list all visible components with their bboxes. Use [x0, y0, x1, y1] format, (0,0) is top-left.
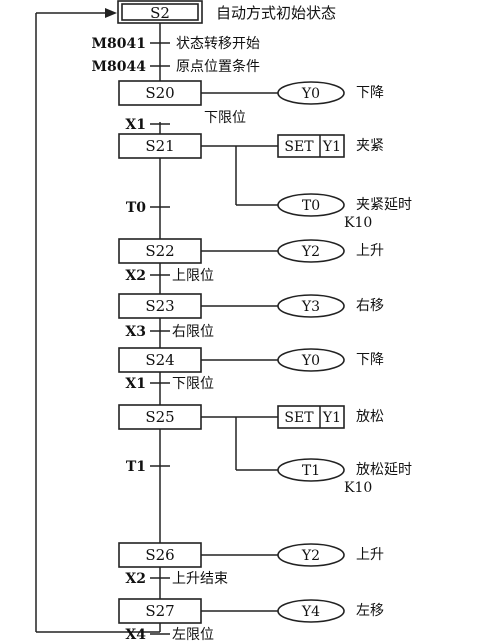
transition: T0: [126, 200, 146, 216]
transition-label: 状态转移开始: [176, 36, 260, 52]
step-id: S20: [145, 84, 174, 102]
set-output: Y1: [322, 139, 341, 155]
step-id: S21: [145, 137, 174, 155]
wiring: [35, 8, 278, 635]
step-s27: S27 Y4 左移: [118, 598, 384, 624]
coil-symbol: [277, 294, 345, 318]
action-label: 下降: [356, 352, 384, 368]
transition-contact: T0: [126, 200, 146, 216]
step-id: S23: [145, 297, 174, 315]
transition-contact: M8041: [92, 36, 146, 52]
step-id: S27: [145, 602, 174, 620]
transition-label: 上限位: [172, 268, 214, 284]
transition: X2 上升结束: [125, 571, 228, 587]
transition: M8044 原点位置条件: [92, 58, 260, 75]
timer-param: K10: [344, 480, 372, 496]
coil-output: T0: [302, 198, 320, 214]
coil-output: Y2: [301, 244, 320, 260]
coil-output: Y0: [301, 353, 320, 369]
initial-step-label: 自动方式初始状态: [216, 4, 336, 22]
action-label: 放松延时: [356, 462, 412, 478]
transition-label: 左限位: [172, 627, 214, 642]
step-id: S24: [145, 351, 174, 369]
transition-contact: X3: [125, 324, 146, 340]
coil-output: Y4: [301, 604, 320, 620]
transition-label: 下限位: [204, 110, 246, 126]
step-id: S26: [145, 546, 174, 564]
action-label: 夹紧: [356, 138, 384, 154]
transition: X4 左限位: [125, 627, 214, 642]
timer-coil-symbol: [277, 458, 345, 482]
coil-output: Y0: [301, 86, 320, 102]
transition-label: 下限位: [172, 376, 214, 392]
transitions: M8041 状态转移开始 M8044 原点位置条件 X1 下限位 T0 X2 上…: [92, 36, 260, 642]
timer-param: K10: [344, 215, 372, 231]
transition: X1 下限位: [125, 376, 214, 392]
step-id: S22: [145, 242, 174, 260]
action-label: 上升: [356, 243, 384, 259]
coil-symbol: [277, 239, 345, 263]
set-instr: SET: [284, 139, 314, 155]
step-s22: S22 Y2 上升: [118, 238, 384, 264]
transition-label: 右限位: [172, 324, 214, 340]
step-s25: S25 SET Y1 放松 T1 放松延时 K10: [118, 404, 412, 496]
timer-coil-symbol: [277, 193, 345, 217]
step-s26: S26 Y2 上升: [118, 542, 384, 568]
transition: T1: [126, 459, 146, 475]
coil-output: T1: [302, 463, 320, 479]
set-output: Y1: [322, 410, 341, 426]
coil-symbol: [277, 543, 345, 567]
transition-contact: M8044: [92, 59, 147, 75]
action-label: 左移: [356, 603, 384, 619]
initial-step: S2 自动方式初始状态: [117, 0, 336, 24]
action-label: 上升: [356, 547, 384, 563]
step-s23: S23 Y3 右移: [118, 293, 384, 319]
coil-output: Y2: [301, 548, 320, 564]
set-instruction-box: [277, 405, 345, 429]
transition-label: 原点位置条件: [176, 58, 260, 75]
coil-symbol: [277, 599, 345, 623]
transition-contact: X4: [125, 627, 146, 642]
action-label: 夹紧延时: [356, 197, 412, 213]
coil-symbol: [277, 348, 345, 372]
step-s21: S21 SET Y1 夹紧 T0 夹紧延时 K10: [118, 133, 412, 231]
transition: X3 右限位: [125, 324, 214, 340]
set-instr: SET: [284, 410, 314, 426]
transition: X2 上限位: [125, 268, 214, 284]
step-s20: S20 Y0 下降: [118, 80, 384, 106]
action-label: 下降: [356, 85, 384, 101]
set-instruction-box: [277, 134, 345, 158]
transition-contact: X2: [125, 571, 146, 587]
action-label: 右移: [356, 298, 384, 314]
step-s24: S24 Y0 下降: [118, 347, 384, 373]
action-label: 放松: [356, 409, 384, 425]
coil-output: Y3: [301, 299, 320, 315]
step-id: S2: [150, 4, 170, 22]
coil-symbol: [277, 81, 345, 105]
transition: X1 下限位: [125, 110, 246, 133]
transition-contact: X1: [125, 117, 146, 133]
step-id: S25: [145, 408, 174, 426]
transition: M8041 状态转移开始: [92, 36, 260, 52]
loop-arrowhead: [105, 8, 117, 18]
transition-label: 上升结束: [172, 571, 228, 587]
transition-contact: X1: [125, 376, 146, 392]
transition-contact: T1: [126, 459, 146, 475]
transition-contact: X2: [125, 268, 146, 284]
